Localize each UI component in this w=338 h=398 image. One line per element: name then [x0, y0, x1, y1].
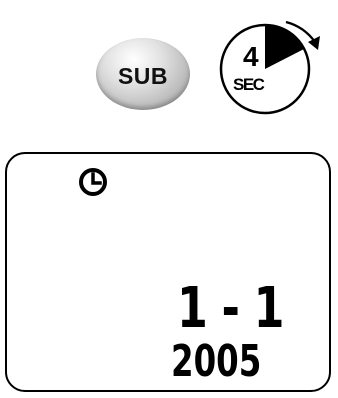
sub-button[interactable]: SUB: [96, 38, 190, 110]
timer-elapsed-wedge: [265, 25, 304, 69]
hold-timer-icon: 4 SEC: [212, 14, 330, 124]
timer-unit: SEC: [233, 75, 265, 94]
lcd-year: 2005: [171, 336, 262, 387]
lcd-date: 1 - 1: [177, 276, 284, 341]
timer-arrowhead: [308, 36, 320, 50]
lcd-display: 1 - 1 2005: [5, 152, 331, 392]
timer-dial-graphic: [219, 20, 320, 115]
timer-value: 4: [243, 41, 259, 72]
clock-icon: [79, 168, 107, 196]
sub-button-label: SUB: [117, 62, 169, 89]
